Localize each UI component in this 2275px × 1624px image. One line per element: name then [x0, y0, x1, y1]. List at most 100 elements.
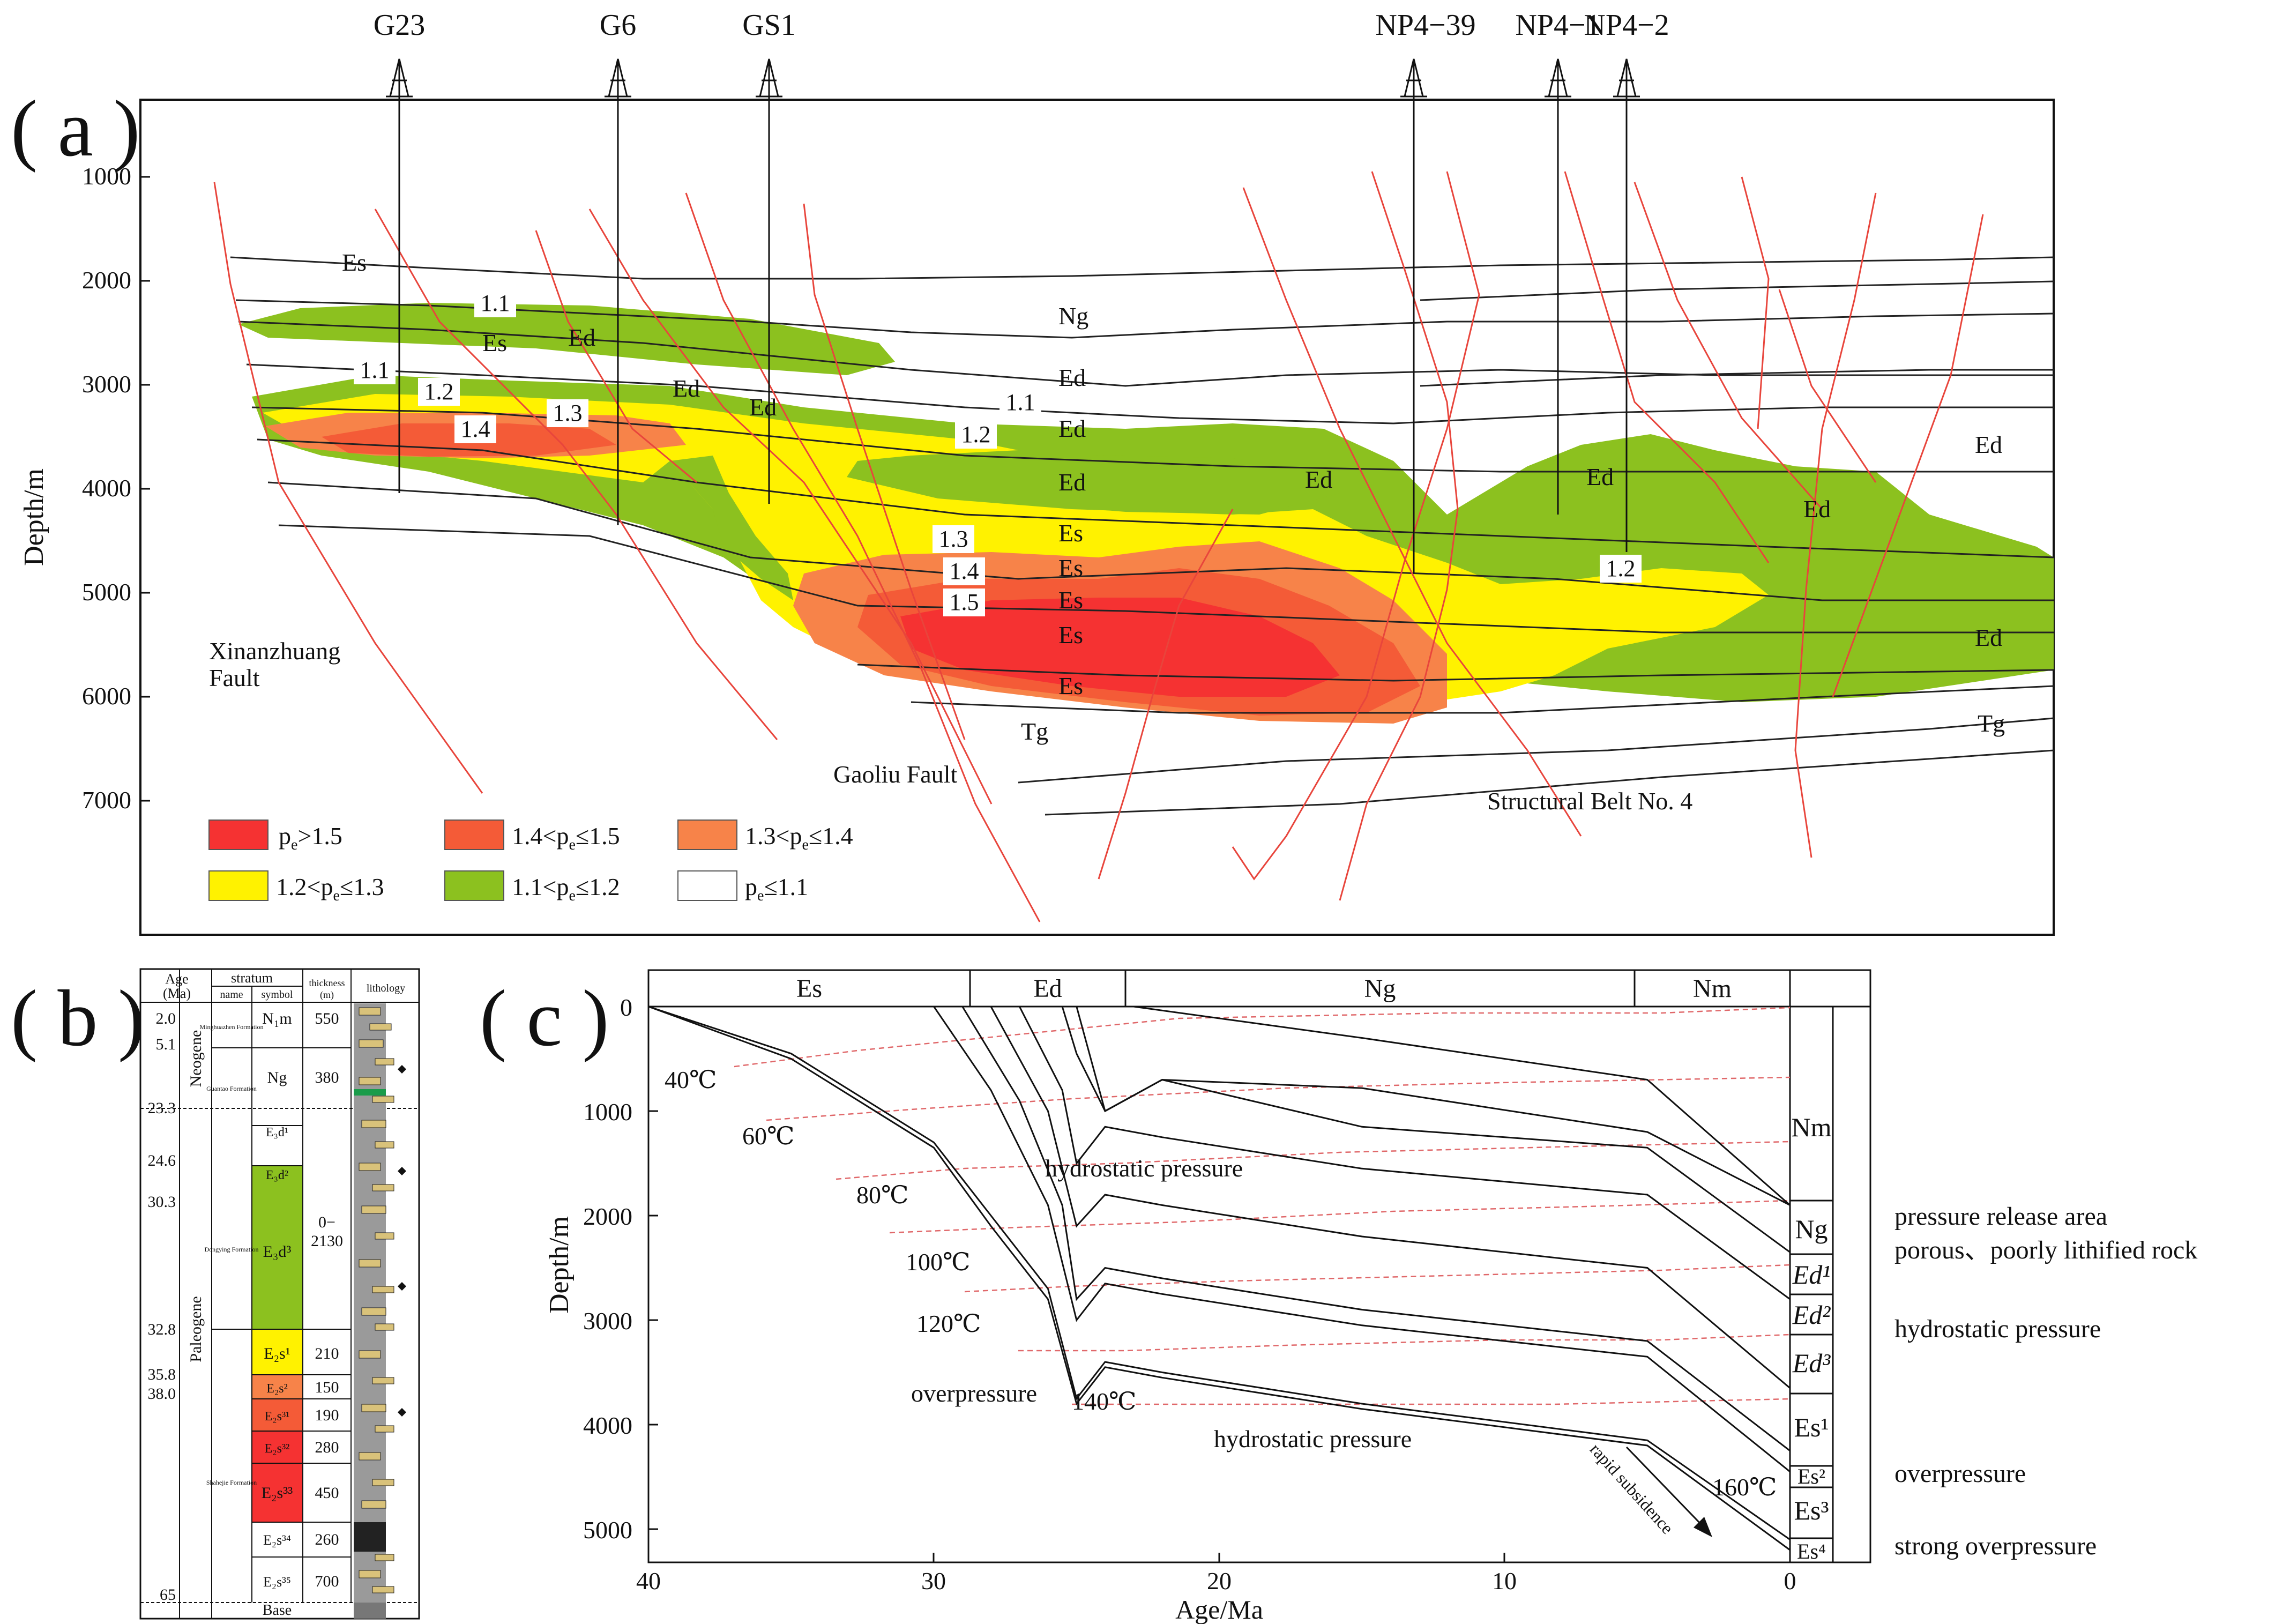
burial-curve-1	[648, 1005, 1791, 1551]
row-symbol: E₃d²	[266, 1168, 288, 1182]
panel-b-label: ( b )	[11, 974, 145, 1063]
ytick: 1000	[82, 162, 131, 190]
strata-ed-mid2: Ed	[749, 393, 777, 421]
ytick: 2000	[583, 1203, 632, 1230]
lithology-column	[354, 1003, 406, 1619]
layer-label: Ed¹	[1792, 1260, 1831, 1290]
panel-c-ylabel: Depth/m	[544, 1216, 575, 1314]
strata-es2: Es	[1058, 554, 1083, 582]
strata-es2-left: Es	[482, 329, 507, 356]
ytick: 7000	[82, 786, 131, 814]
fault-name: Xinanzhuang	[209, 637, 340, 665]
header-m: (m)	[320, 989, 334, 1001]
ytick: 4000	[583, 1412, 632, 1439]
layer-label: Ed³	[1792, 1348, 1831, 1378]
row-symbol: E₃d¹	[266, 1126, 288, 1139]
panel-a: ( a )	[11, 9, 2055, 936]
well-label: NP4−1	[1515, 9, 1600, 42]
layer-label: Es³	[1794, 1495, 1829, 1525]
layer-label: Nm	[1792, 1112, 1832, 1142]
row-symbol: E₂s³⁴	[263, 1532, 291, 1548]
row-symbol: N₁m	[262, 1010, 292, 1027]
panel-c-label: ( c )	[480, 974, 609, 1063]
isotherm-label: 60℃	[742, 1122, 794, 1150]
panel-b-eras: Neogene Paleogene	[187, 1030, 205, 1362]
row-thickness: 550	[315, 1010, 339, 1027]
layer-label: Es²	[1797, 1464, 1825, 1488]
isotherm-label: 100℃	[906, 1248, 970, 1276]
burial-curve-7	[1061, 1006, 1791, 1206]
legend-label: 1.1<pe≤1.2	[512, 873, 620, 904]
burial-curve-6	[1076, 1006, 1791, 1253]
panel-b-headers: Age (Ma) stratum name symbol thickness (…	[163, 970, 405, 1001]
contour-label: 1.3	[939, 526, 968, 552]
xtick: 10	[1492, 1567, 1517, 1595]
note-overpressure: overpressure	[1894, 1459, 2026, 1488]
era-neogene: Neogene	[187, 1030, 205, 1087]
annotation-overpressure: overpressure	[911, 1380, 1037, 1407]
panel-c-right-notes: pressure release area porous、poorly lith…	[1894, 1202, 2197, 1560]
panel-a-ylabel: Depth/m	[19, 468, 49, 566]
zone-green-band	[884, 453, 1340, 515]
panel-b-ages: 2.0 5.1 23.3 24.6 30.3 32.8 35.8 38.0 65	[148, 1010, 176, 1604]
strata-ed-left: Ed	[568, 324, 595, 351]
ytick: 4000	[82, 474, 131, 502]
strata-ed-right: Ed	[1305, 466, 1332, 493]
row-symbol: E₂s²	[266, 1382, 288, 1396]
strata-ed3: Ed	[1058, 468, 1086, 496]
annotation-hydrostatic-1: hydrostatic pressure	[1045, 1154, 1243, 1182]
panel-c-frame	[647, 969, 1871, 1563]
well-label: NP4−2	[1584, 9, 1669, 42]
layer-label: Ed²	[1792, 1300, 1831, 1330]
layer-label: Ng	[1795, 1214, 1828, 1244]
ytick: 3000	[82, 370, 131, 398]
xtick: 0	[1784, 1567, 1796, 1595]
annotation-hydrostatic-2: hydrostatic pressure	[1214, 1425, 1412, 1452]
panel-a-label: ( a )	[11, 84, 140, 173]
fault-name: Gaoliu Fault	[833, 761, 957, 788]
fault-name: Fault	[209, 664, 260, 691]
contour-label: 1.1	[1006, 389, 1035, 415]
row-thickness: 190	[315, 1406, 339, 1424]
strata-es31: Es	[1058, 586, 1083, 614]
contour-label: 1.4	[950, 558, 979, 584]
horizon-lines	[230, 256, 2054, 816]
note-strong-overpressure: strong overpressure	[1894, 1532, 2097, 1560]
row-symbol: E₃d³	[263, 1243, 292, 1261]
well-np4-1: NP4−1	[1515, 9, 1601, 515]
xtick: 40	[636, 1567, 661, 1595]
ytick: 3000	[583, 1307, 632, 1335]
burial-curve-0	[648, 1005, 1791, 1540]
legend-label: 1.2<pe≤1.3	[276, 873, 384, 904]
strata-tg-right: Tg	[1978, 710, 2005, 737]
header-age: Age	[165, 971, 188, 987]
row-thickness: 2130	[311, 1232, 343, 1250]
panel-b-formations: Minghuazhen Formation Guantao Formation …	[200, 1023, 264, 1486]
age-value: 32.8	[148, 1321, 176, 1338]
legend: pe>1.5 1.4<pe≤1.5 1.3<pe≤1.4 1.2<pe≤1.3 …	[208, 820, 853, 904]
header-name: name	[220, 989, 243, 1001]
row-thickness: 280	[315, 1439, 339, 1456]
formation-name: Dongying Formation	[205, 1246, 259, 1253]
contour-labels: 1.1 1.1 1.2 1.3 1.4 1.1 1.2 1.3 1.4 1.5 …	[354, 289, 1642, 616]
layer-label: Es⁴	[1797, 1539, 1826, 1563]
legend-swatch	[677, 820, 737, 850]
age-value: 35.8	[148, 1366, 176, 1383]
panel-c-axes: Depth/m Age/Ma 0 1000 2000 3000 4000 500…	[544, 994, 1796, 1624]
burial-curves	[648, 1005, 1791, 1551]
layer-dividers	[1790, 1007, 1834, 1562]
topbar-ed: Ed	[1033, 974, 1062, 1003]
legend-label: 1.3<pe≤1.4	[745, 822, 853, 853]
legend-swatch	[208, 870, 268, 901]
row-symbol: E₂s³¹	[265, 1410, 290, 1424]
contour-label: 1.3	[553, 400, 583, 426]
age-value: 38.0	[148, 1385, 176, 1403]
isotherm-label: 160℃	[1712, 1473, 1777, 1501]
ytick: 6000	[82, 682, 131, 710]
xtick: 20	[1207, 1567, 1232, 1595]
topbar-nm: Nm	[1693, 974, 1732, 1003]
legend-label: pe≤1.1	[745, 873, 808, 904]
strata-ed-mid: Ed	[673, 375, 700, 402]
topbar-ng: Ng	[1364, 974, 1396, 1003]
header-thickness: thickness	[309, 978, 345, 988]
